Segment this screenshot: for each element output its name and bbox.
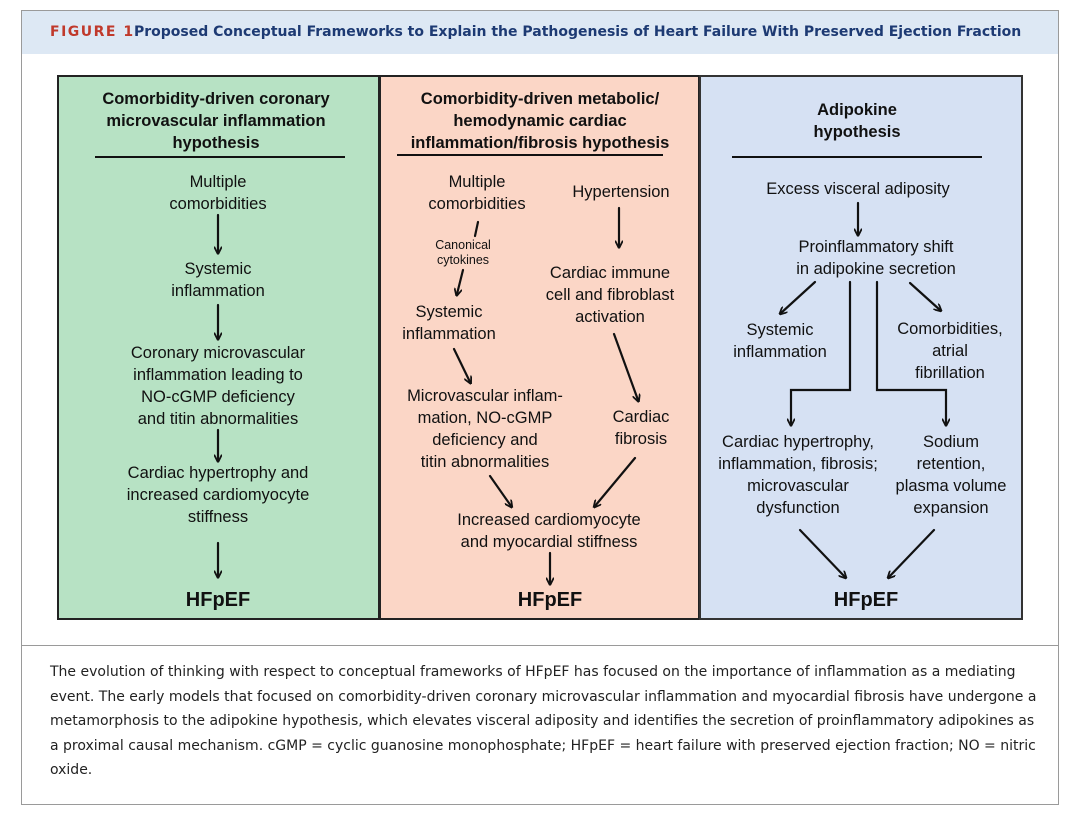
- figure-title: Proposed Conceptual Frameworks to Explai…: [134, 24, 1022, 40]
- panel2-node-systemic-inflammation: Systemic inflammation: [402, 303, 496, 343]
- panel3-node-adipokine-shift: Proinflammatory shift in adipokine secre…: [796, 238, 956, 278]
- panel-metabolic-hemodynamic: [379, 75, 700, 620]
- panel2-node-cardiac-fibrosis: Cardiac fibrosis: [612, 408, 670, 448]
- panel1-divider: [95, 156, 345, 158]
- panel2-divider: [397, 154, 663, 156]
- caption-divider: [21, 645, 1059, 646]
- panel3-node-hypertrophy-dysfunction: Cardiac hypertrophy, inflammation, fibro…: [718, 433, 878, 517]
- panel3-node-comorbidities-af: Comorbidities, atrial fibrillation: [897, 320, 1003, 382]
- panel-coronary-microvascular: [57, 75, 380, 620]
- panel2-node-hypertension: Hypertension: [572, 183, 670, 201]
- panel1-outcome-hfpef: HFpEF: [185, 589, 251, 611]
- figure-header: [22, 11, 1058, 54]
- panel1-node-comorbidities: Multiple comorbidities: [169, 173, 267, 213]
- panel3-divider: [732, 156, 982, 158]
- panel1-node-hypertrophy-stiffness: Cardiac hypertrophy and increased cardio…: [126, 464, 310, 526]
- panel2-node-microvascular: Microvascular inflam- mation, NO-cGMP de…: [407, 387, 563, 471]
- panel2-outcome-hfpef: HFpEF: [517, 589, 583, 611]
- figure-frame: [21, 10, 1059, 805]
- panel2-heading: Comorbidity-driven metabolic/ hemodynami…: [410, 90, 670, 152]
- panel2-node-myocardial-stiffness: Increased cardiomyocyte and myocardial s…: [457, 511, 641, 551]
- figure-caption: The evolution of thinking with respect t…: [50, 664, 1037, 778]
- panel-adipokine: [699, 75, 1023, 620]
- panel3-node-visceral-adiposity: Excess visceral adiposity: [766, 180, 950, 198]
- figure-label: FIGURE 1: [50, 24, 135, 40]
- panel2-node-comorbidities: Multiple comorbidities: [428, 173, 526, 213]
- panel3-node-systemic-inflammation: Systemic inflammation: [733, 321, 827, 361]
- panel3-heading: Adipokine hypothesis: [813, 101, 901, 141]
- panel3-outcome-hfpef: HFpEF: [833, 589, 899, 611]
- panel2-node-canonical-cytokines: Canonical cytokines: [435, 238, 491, 267]
- panel3-node-sodium-retention: Sodium retention, plasma volume expansio…: [895, 433, 1007, 517]
- panel1-node-systemic-inflammation: Systemic inflammation: [171, 260, 265, 300]
- panel1-heading: Comorbidity-driven coronary microvascula…: [102, 90, 330, 152]
- panel1-node-coronary-microvascular: Coronary microvascular inflammation lead…: [130, 344, 306, 428]
- panel2-node-immune-fibroblast: Cardiac immune cell and fibroblast activ…: [545, 264, 675, 326]
